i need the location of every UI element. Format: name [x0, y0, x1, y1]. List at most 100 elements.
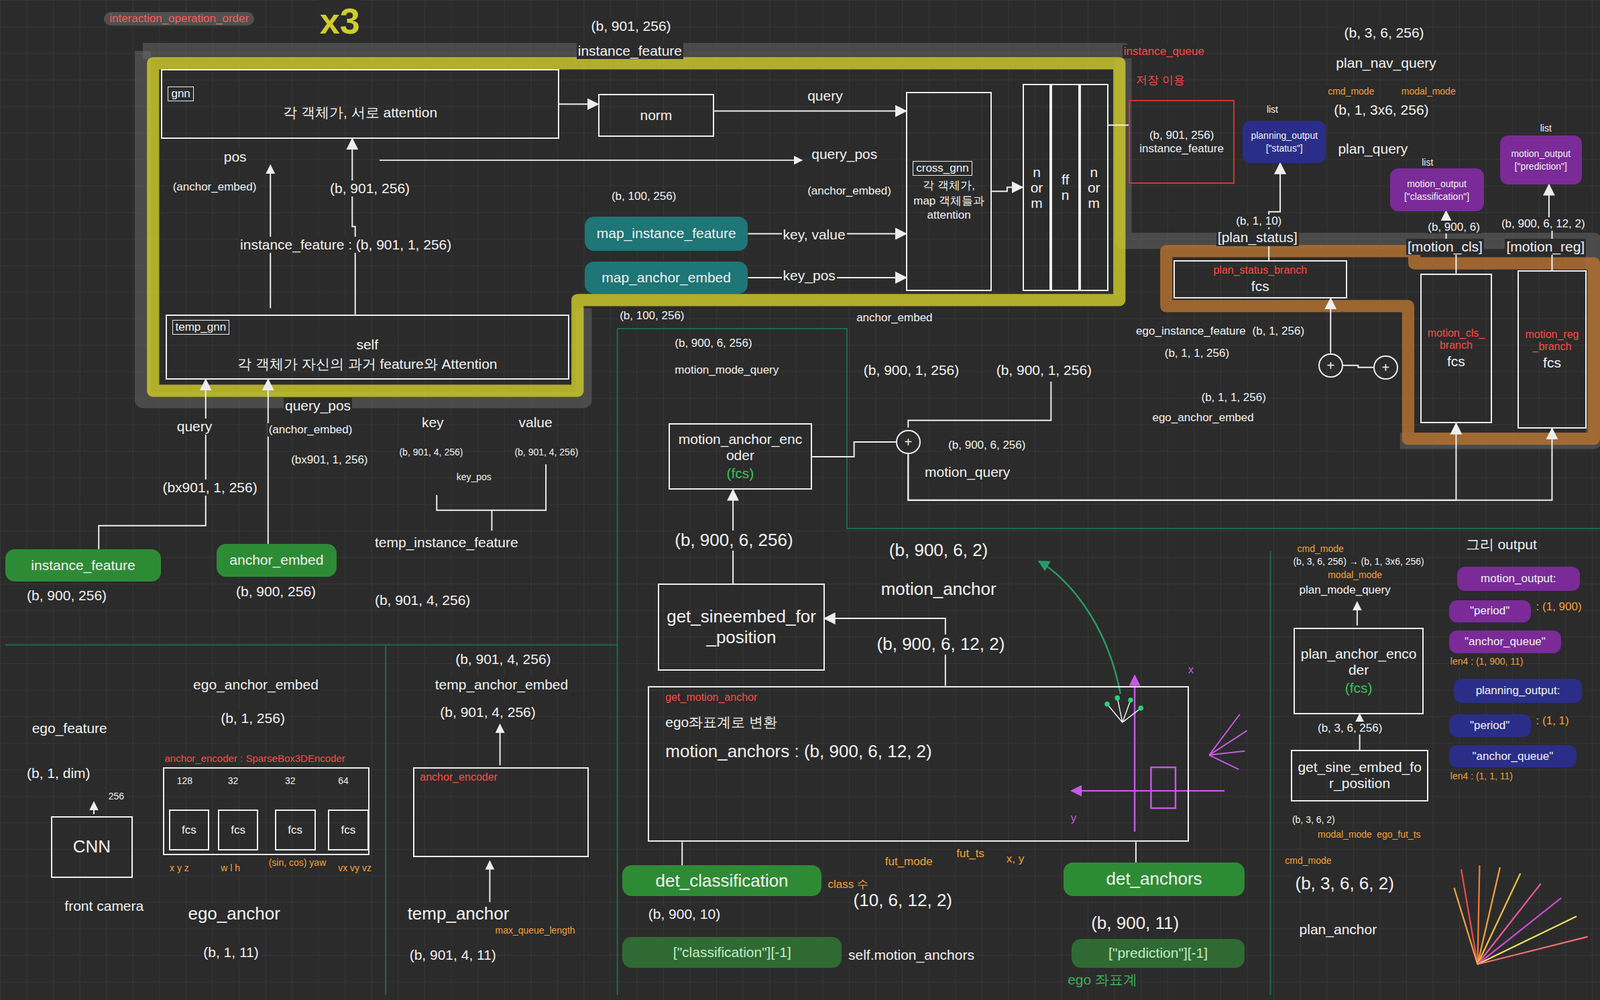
annotation-label: list — [1420, 156, 1435, 168]
sum-circle: + — [895, 429, 921, 455]
annotation-label: (bx901, 1, 256) — [160, 479, 259, 496]
node-text: map_anchor_embed — [601, 269, 731, 286]
annotation-label: (b, 901, 4, 256) — [512, 446, 580, 458]
annotation-label: (anchor_embed) — [806, 184, 893, 198]
process-box: motion_reg_branchfcs — [1517, 270, 1587, 429]
flow-arrow — [1108, 124, 1129, 127]
node-text: (fcs) — [1345, 679, 1373, 697]
process-box: get_sine_embed_for_position — [1290, 749, 1429, 801]
anchor-dot — [1127, 697, 1134, 703]
node-text: anchor_embed — [229, 551, 324, 568]
process-box: cross_gnn각 객체가, map 객체들과 attention — [905, 91, 992, 292]
annotation-label: (b, 900, 1, 256) — [862, 362, 961, 379]
annotation-label: query_pos — [810, 146, 879, 163]
node-text: norm — [1087, 164, 1102, 211]
annotation-label: (b, 900, 6) — [1426, 220, 1482, 235]
node-text: instance_feature — [30, 557, 135, 574]
process-box: anchor_encoder — [413, 767, 589, 857]
annotation-label: cmd_mode — [1326, 85, 1376, 97]
annotation-label: len4 : (1, 1, 11) — [1449, 770, 1515, 782]
annotation-label: key_pos — [781, 267, 837, 284]
annotation-label: ego_anchor — [186, 903, 281, 925]
output-pill: motion_output["prediction"] — [1500, 135, 1582, 185]
output-pill: "period" — [1449, 714, 1531, 737]
layer-box: ffn — [1050, 83, 1080, 292]
node-text: "anchor_queue" — [1464, 635, 1546, 649]
annotation-label: (anchor_embed) — [267, 423, 355, 437]
ray-lines — [1209, 714, 1247, 770]
annotation-label: ego_anchor_embed — [191, 676, 320, 693]
leader-line — [379, 159, 803, 161]
node-text: fcs — [1543, 354, 1562, 371]
trajectory — [1477, 883, 1541, 965]
annotation-label: (b, 901, 4, 256) — [373, 592, 472, 609]
sum-circle: + — [1373, 355, 1399, 381]
divider — [617, 328, 1600, 529]
leader-line — [499, 724, 501, 766]
annotation-label: fut_ts — [954, 846, 986, 861]
annotation-label: interaction_operation_order — [103, 12, 255, 26]
annotation-label: x — [1186, 663, 1196, 677]
annotation-label: (b, 1, 256) — [219, 710, 287, 727]
axis-arrow — [1071, 789, 1225, 792]
process-box: get_motion_anchorego좌표계로 변환motion_anchor… — [647, 686, 1189, 843]
annotation-label: (b, 1, 11) — [201, 944, 260, 961]
annotation-label: : (1, 1) — [1534, 714, 1571, 728]
flow-arrow — [907, 428, 1552, 501]
divider — [1270, 551, 1272, 996]
annotation-label: (b, 1, 1, 256) — [1200, 390, 1268, 405]
map-pill: map_instance_feature — [584, 216, 748, 252]
divider — [384, 645, 387, 996]
node-text: plan_anchor_encoder — [1300, 645, 1417, 678]
annotation-label: x y z — [168, 862, 191, 874]
leader-line — [488, 861, 491, 902]
annotation-label: motion_anchor — [879, 579, 998, 600]
node-text: get_sineembed_for_position — [664, 606, 818, 648]
annotation-label: [plan_status] — [1216, 229, 1299, 246]
annotation-label: list — [1538, 122, 1554, 134]
flow-arrow — [1329, 298, 1332, 353]
annotation-label: fut_mode — [883, 854, 935, 869]
annotation-label: anchor_embed — [854, 311, 934, 325]
node-text: fcs — [230, 823, 246, 837]
process-box: norm — [598, 93, 715, 137]
annotation-label: w l h — [219, 862, 242, 874]
node-text: 각 객체가, 서로 attention — [282, 103, 438, 123]
annotation-label: plan_query — [1336, 140, 1409, 157]
annotation-label: (b, 100, 256) — [618, 309, 686, 323]
node-text: ego좌표계로 변환 — [665, 712, 778, 732]
annotation-label: 256 — [107, 790, 126, 802]
node-text: fcs — [341, 823, 357, 837]
node-text: (b, 901, 256) instance_feature — [1135, 128, 1228, 156]
process-box: CNN — [50, 816, 133, 878]
trajectory — [1477, 865, 1480, 965]
node-text: temp_gnn — [172, 319, 231, 335]
transform-arrow — [1038, 561, 1121, 695]
annotation-label: x3 — [318, 0, 362, 42]
process-box: motion_cls_branchfcs — [1420, 273, 1493, 424]
annotation-label: 그리 output — [1464, 536, 1539, 553]
annotation-label: instance_feature : (b, 901, 1, 256) — [238, 236, 453, 253]
process-box: get_sineembed_for_position — [657, 583, 825, 670]
annotation-label: modal_mode — [1400, 85, 1458, 97]
node-text: planning_output: — [1475, 683, 1561, 698]
ray-lines — [1107, 698, 1141, 723]
node-text: fcs — [1447, 353, 1466, 370]
leader-line — [1356, 602, 1358, 626]
annotation-label: (b, 901, 4, 256) — [438, 704, 537, 721]
node-text: get_sine_embed_for_position — [1297, 759, 1422, 792]
node-text: ["prediction"] — [1514, 160, 1568, 172]
output-pill: "anchor_queue" — [1449, 745, 1577, 768]
node-text: ["classification"] — [1404, 191, 1470, 202]
head-band — [1166, 250, 1594, 439]
flow-arrow — [1135, 841, 1137, 862]
annotation-label: y — [1069, 811, 1079, 825]
annotation-label: (b, 901, 4, 11) — [408, 946, 498, 963]
annotation-label: cmd_mode — [1296, 543, 1346, 554]
annotation-label: key_pos — [455, 471, 493, 483]
map-pill: map_anchor_embed — [584, 261, 748, 295]
node-text: + — [1326, 358, 1335, 373]
layer-box: norm — [1079, 83, 1109, 292]
flow-arrow — [1343, 365, 1375, 368]
